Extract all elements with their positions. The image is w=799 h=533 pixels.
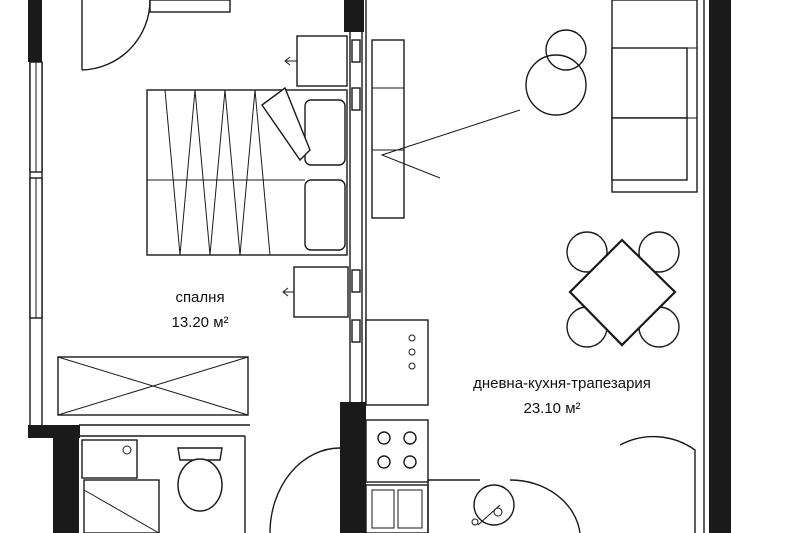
nightstand-lower [293, 266, 349, 318]
windows [29, 61, 43, 319]
cooktop [365, 419, 429, 483]
chair-top-right [638, 231, 680, 273]
entrance-doors [269, 435, 696, 533]
dining-table [568, 238, 677, 347]
room-area-living: 23.10 м² [523, 400, 580, 417]
wall-sockets [351, 39, 361, 343]
kitchen-sink-unit [365, 484, 429, 533]
nightstand-upper [296, 35, 348, 87]
kitchen-edge [427, 479, 480, 533]
outer-wall-left-top [28, 0, 42, 62]
partition-wall-bottom [340, 402, 366, 533]
bathroom-wall-left [53, 425, 79, 533]
tv-view-lines [380, 109, 521, 179]
door-arc-bathroom [269, 447, 341, 533]
partition-wall-top [344, 0, 364, 32]
tv-cabinet [371, 39, 405, 219]
lamp [525, 29, 587, 116]
sofa [611, 0, 698, 193]
lamp-circle-small [545, 29, 587, 71]
room-label-living: дневна-кухня-трапезария 23.10 м² [473, 375, 651, 417]
lamp-circle-large [525, 54, 587, 116]
room-name-bedroom: спалня [175, 289, 224, 306]
robot-vacuum [473, 484, 515, 526]
shower-tray [83, 479, 160, 533]
chair-top-left [566, 231, 608, 273]
bed [146, 86, 348, 256]
room-name-living: дневна-кухня-трапезария [473, 375, 651, 392]
bathroom [81, 439, 223, 533]
wardrobe [57, 356, 249, 416]
toilet-bowl [177, 458, 223, 512]
tv-unit [371, 39, 521, 219]
room-label-bedroom: спалня 13.20 м² [171, 289, 228, 331]
door-arc-entrance [619, 435, 696, 533]
nightstands [282, 35, 349, 318]
pillow-lower [304, 179, 346, 251]
pillow-upper [304, 99, 346, 166]
outer-wall-right [709, 0, 731, 533]
room-area-bedroom: 13.20 м² [171, 314, 228, 331]
folded-blanket [261, 86, 311, 162]
toilet-tank [177, 447, 223, 461]
dining-set [566, 231, 680, 348]
door-arc-kitchen [509, 479, 581, 533]
kitchen-counter-upper [365, 319, 429, 406]
bathroom-sink [81, 439, 138, 479]
kitchen [365, 319, 429, 533]
bedroom-door [81, 0, 231, 71]
